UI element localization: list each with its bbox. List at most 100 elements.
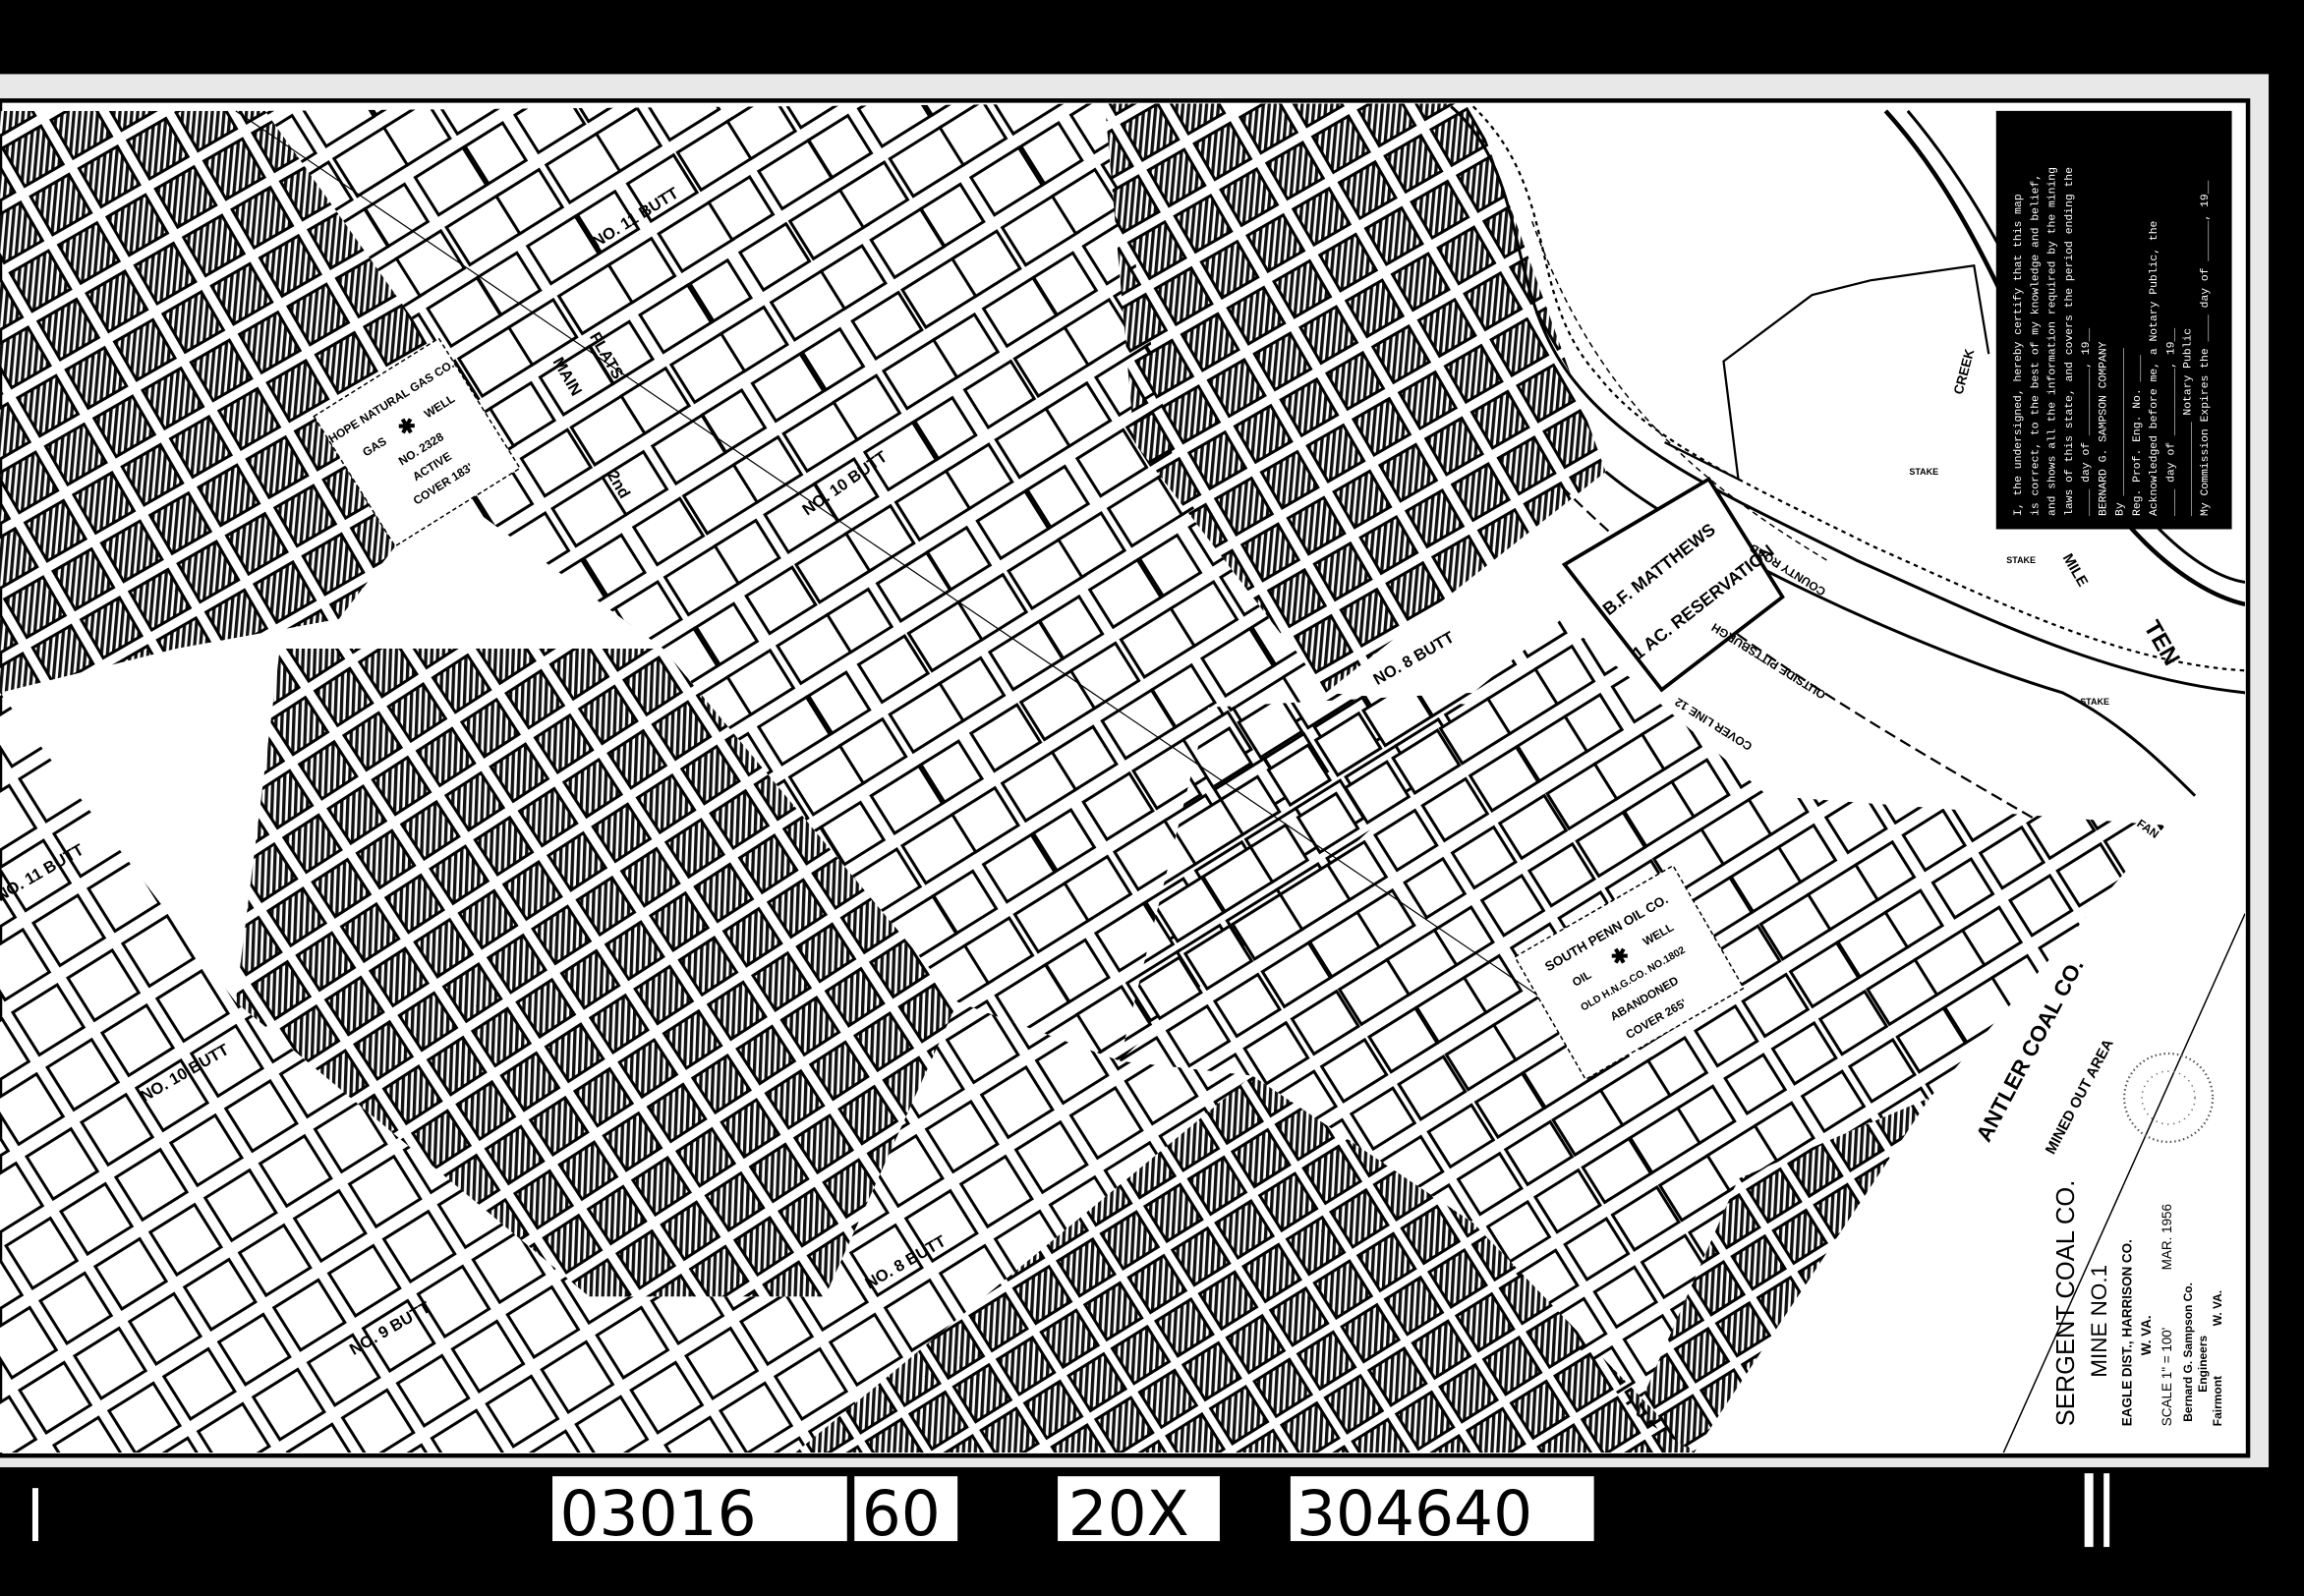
pillar [533, 712, 595, 774]
pillar [258, 1133, 333, 1209]
pillar [0, 324, 52, 390]
pillar [189, 338, 254, 403]
pillar [475, 251, 543, 317]
pillar [341, 711, 404, 772]
pillar [1319, 1037, 1389, 1104]
pillar [237, 310, 303, 375]
pillar [168, 414, 234, 480]
pillar [265, 885, 328, 948]
pillar [295, 931, 357, 993]
pillar [176, 540, 241, 604]
pillar [525, 214, 602, 286]
pillar [353, 1019, 415, 1081]
pillar [1770, 1020, 1838, 1086]
pillar [223, 1078, 299, 1154]
pillar [457, 888, 519, 950]
pillar [237, 841, 299, 904]
pillar [252, 559, 317, 625]
pillar [1426, 1103, 1496, 1169]
pillar [931, 312, 1001, 380]
pillar [0, 783, 38, 858]
pillar [577, 684, 639, 746]
pillar [383, 873, 445, 935]
pillar [1532, 1168, 1602, 1234]
pillar [471, 1229, 547, 1305]
pillar [1219, 774, 1282, 837]
pillar [160, 289, 226, 355]
pillar [202, 137, 267, 201]
pillar [265, 358, 330, 424]
pillar [1343, 760, 1411, 826]
pillar [1025, 464, 1091, 530]
pillar [371, 755, 432, 817]
pillar [429, 844, 490, 906]
pillar [141, 366, 205, 431]
pillar [1669, 758, 1731, 820]
pillar [1212, 972, 1283, 1039]
pillar [154, 968, 231, 1044]
pillar [64, 345, 129, 411]
pillar [161, 1346, 237, 1422]
pillar [104, 193, 170, 257]
pillar [0, 151, 17, 217]
pillar [1776, 823, 1838, 884]
pillar [602, 1111, 663, 1172]
pillar [548, 648, 610, 702]
pillar [1044, 380, 1113, 449]
pillar [744, 565, 818, 636]
pillar [925, 525, 993, 592]
pillar [779, 996, 841, 1057]
pillar [737, 833, 799, 895]
pillar [120, 913, 197, 989]
pillar [413, 145, 489, 217]
pillar [1575, 810, 1647, 879]
pillar [292, 1188, 368, 1264]
pillar [1675, 1084, 1737, 1146]
pillar [493, 167, 565, 236]
pillar [1034, 1030, 1110, 1106]
pillar [718, 1381, 794, 1454]
pillar [648, 890, 711, 952]
pillar [112, 317, 178, 382]
pillar [475, 648, 537, 686]
pillar [1074, 428, 1149, 498]
pillar [202, 1168, 278, 1243]
pillar [1397, 1054, 1468, 1121]
pillar [806, 670, 872, 736]
pillar [1693, 1003, 1759, 1068]
pillar [721, 906, 783, 968]
pillar [931, 869, 999, 936]
pillar [688, 1244, 750, 1297]
pillar [621, 655, 684, 717]
pillar [1123, 1051, 1199, 1126]
pillar [975, 488, 1051, 561]
pillar [756, 695, 833, 767]
pillar [868, 938, 931, 999]
pillar [29, 172, 93, 237]
pillar [0, 110, 37, 141]
pillar [1242, 1020, 1310, 1086]
pillar [470, 1006, 533, 1068]
pillar [79, 595, 144, 660]
pillar [251, 1367, 326, 1442]
pillar [542, 1213, 604, 1275]
pillar [704, 1170, 766, 1232]
pillar [606, 236, 677, 305]
pillar [1847, 1037, 1917, 1104]
pillar [355, 828, 417, 890]
pillar [570, 1257, 632, 1297]
pillar [822, 1158, 884, 1220]
pillar [644, 1273, 706, 1297]
pillar [415, 726, 477, 788]
pillar [4, 1216, 80, 1290]
pillar [1031, 251, 1099, 317]
pillar [619, 366, 692, 436]
pillar [0, 1305, 59, 1380]
pillar [323, 975, 385, 1037]
pillar [113, 1147, 190, 1223]
pillar [501, 860, 563, 922]
pillar [660, 1200, 721, 1262]
pillar [903, 1188, 979, 1264]
pillar [709, 788, 771, 850]
